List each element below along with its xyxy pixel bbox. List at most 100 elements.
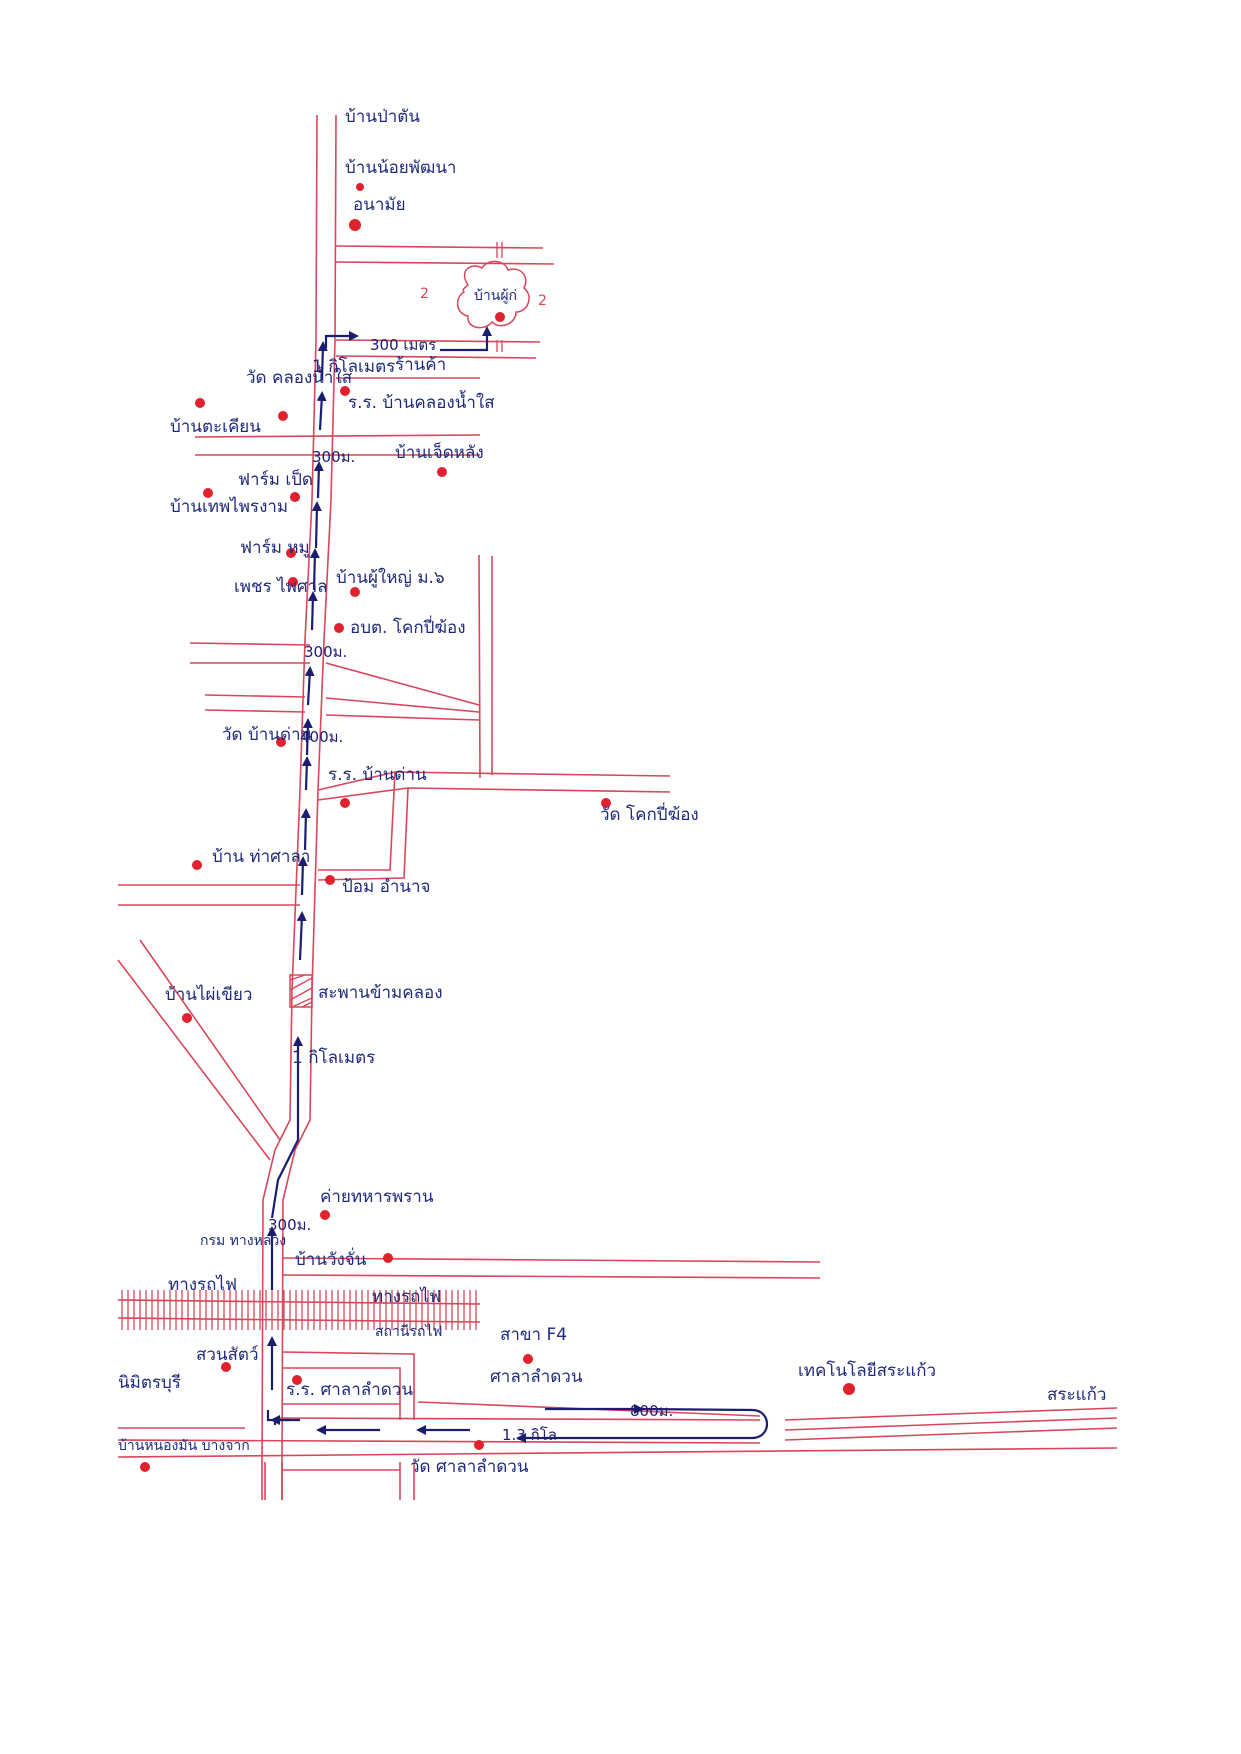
route-uturn bbox=[600, 1407, 768, 1440]
cross-road-obt-c bbox=[204, 694, 306, 698]
label-km1-mid: 1 กิโลเมตร bbox=[292, 1047, 375, 1068]
label-ban-thep: บ้านเทพไพรงาม bbox=[170, 496, 288, 517]
school-block-b bbox=[282, 1367, 401, 1420]
svg-text:2: 2 bbox=[538, 293, 547, 309]
label-railway-left: ทางรถไฟ bbox=[168, 1274, 237, 1295]
marker-wat-khok-pip bbox=[601, 798, 611, 808]
marker-pom bbox=[325, 875, 335, 885]
highway-south-edge bbox=[117, 1447, 1118, 1458]
label-300m-c: 300ม. bbox=[304, 643, 347, 661]
marker-suan-sat bbox=[221, 1362, 231, 1372]
bridge-hatch bbox=[289, 974, 313, 1008]
road-to-khok-pip-b bbox=[325, 697, 480, 713]
route-turn-east bbox=[324, 331, 359, 348]
label-sala-lamduan-branch: ศาลาลำดวน bbox=[490, 1367, 583, 1387]
route-n-10 bbox=[307, 591, 318, 631]
side-road-top-4 bbox=[335, 355, 537, 359]
label-pom: ป้อม อำนาจ bbox=[342, 877, 431, 897]
road-network bbox=[117, 114, 1118, 1500]
label-bridge: สะพานข้ามคลอง bbox=[318, 983, 443, 1003]
marker-ban-tha-sala bbox=[192, 860, 202, 870]
marker-school-sala bbox=[292, 1375, 302, 1385]
label-pig-farm: ฟาร์ม หมู bbox=[240, 538, 310, 558]
label-ban-noi: บ้านน้อยพัฒนา bbox=[345, 158, 456, 178]
east-branch-b bbox=[317, 787, 671, 801]
route-n-13 bbox=[313, 461, 324, 499]
label-sala-f4: สาขา F4 bbox=[500, 1325, 567, 1345]
label-anamai: อนามัย bbox=[353, 195, 406, 215]
route-n-9 bbox=[304, 666, 315, 706]
highway-lanes-1 bbox=[279, 1417, 761, 1421]
school-block-a bbox=[281, 1351, 415, 1420]
marker-ban-takhian bbox=[195, 398, 205, 408]
label-ban-phai-khiao: บ้านไผ่เขียว bbox=[165, 984, 252, 1005]
route-n-5 bbox=[297, 856, 308, 896]
highway-east-1 bbox=[784, 1407, 1118, 1421]
label-railway-right: ทางรถไฟ bbox=[372, 1286, 441, 1307]
marker-school-khlong bbox=[340, 386, 350, 396]
label-13km: 1.3 กิโล bbox=[502, 1426, 557, 1444]
marker-duck-farm bbox=[290, 492, 300, 502]
marker-ban-nong-mun bbox=[140, 1462, 150, 1472]
marker-ban-phai-khiao bbox=[182, 1013, 192, 1023]
label-duck-farm: ฟาร์ม เป็ด bbox=[238, 468, 313, 490]
road-to-khok-pip-a bbox=[325, 662, 480, 706]
cross-road-takhian-a bbox=[194, 434, 481, 438]
school-loop-left bbox=[318, 771, 396, 871]
label-ban-takhian: บ้านตะเคียน bbox=[170, 417, 261, 437]
road-wang-chan-b bbox=[281, 1274, 821, 1279]
label-school-ban-dan: ร.ร. บ้านด่าน bbox=[328, 765, 427, 785]
railway-line-1 bbox=[117, 1299, 481, 1305]
label-school-sala: ร.ร. ศาลาลำดวน bbox=[286, 1380, 413, 1400]
label-wat-khlong: วัด คลองน้ำใส bbox=[246, 365, 353, 388]
route-path bbox=[266, 326, 768, 1443]
marker-ban-phuyai bbox=[350, 587, 360, 597]
railway bbox=[117, 1290, 481, 1330]
marker-destination bbox=[495, 312, 505, 322]
marker-school-ban-dan bbox=[340, 798, 350, 808]
label-tech-college: เทคโนโลยีสระแก้ว bbox=[798, 1360, 936, 1381]
label-nimit-buri: นิมิตรบุรี bbox=[118, 1373, 181, 1393]
label-300m-b: 300ม. bbox=[312, 448, 355, 466]
marker-wat-khlong bbox=[278, 411, 288, 421]
school-loop-right bbox=[317, 787, 409, 881]
highway-lanes-2 bbox=[117, 1439, 761, 1444]
road-to-khok-pip-c bbox=[325, 714, 480, 721]
label-ban-nong-mun: บ้านหนองมัน บางจาก bbox=[118, 1438, 250, 1454]
label-wat-sala: วัด ศาลาลำดวน bbox=[410, 1457, 529, 1477]
route-n-15 bbox=[317, 341, 328, 381]
side-road-top-3 bbox=[335, 339, 541, 343]
destination-marker: 2 2 bbox=[420, 242, 547, 352]
place-markers bbox=[140, 183, 855, 1472]
label-wat-ban-dan: วัด บ้านด่าน bbox=[222, 725, 313, 745]
label-village-top: บ้านป่าตัน bbox=[345, 107, 420, 127]
label-obt: อบต. โคกปี่ฆ้อง bbox=[350, 615, 466, 638]
route-n-4 bbox=[296, 911, 307, 961]
label-army-camp: ค่ายทหารพราน bbox=[320, 1187, 434, 1207]
route-n-8 bbox=[302, 718, 313, 756]
marker-wat-ban-dan bbox=[276, 737, 286, 747]
label-destination: บ้านผู้ก่ bbox=[474, 288, 517, 304]
road-wang-chan-a bbox=[281, 1257, 821, 1263]
marker-anamai bbox=[349, 219, 361, 231]
label-phet: เพชร ไพศาล bbox=[234, 576, 328, 597]
route-n-14 bbox=[316, 391, 327, 431]
route-last-leg bbox=[440, 326, 492, 352]
cross-road-obt-d bbox=[204, 709, 306, 713]
label-wat-khok-pip: วัด โคกปี่ฆ้อง bbox=[600, 802, 699, 825]
label-300m-d: 300ม. bbox=[268, 1216, 311, 1234]
label-300m-top: 300 เมตร bbox=[370, 336, 436, 354]
side-road-top-2 bbox=[335, 261, 555, 265]
label-school-khlong: ร.ร. บ้านคลองน้ำใส bbox=[348, 390, 495, 413]
highway-east-3 bbox=[784, 1427, 1118, 1441]
marker-army-camp bbox=[320, 1210, 330, 1220]
side-road-top-1 bbox=[335, 245, 544, 249]
route-n-12 bbox=[311, 501, 322, 549]
marker-wat-sala bbox=[474, 1440, 484, 1450]
label-ban-wang-chan: บ้านวังจั่น bbox=[295, 1247, 367, 1270]
label-suan-sat: สวนสัตว์ bbox=[196, 1345, 259, 1365]
marker-ban-chet-lang bbox=[437, 467, 447, 477]
label-800m: 800ม. bbox=[630, 1402, 673, 1420]
